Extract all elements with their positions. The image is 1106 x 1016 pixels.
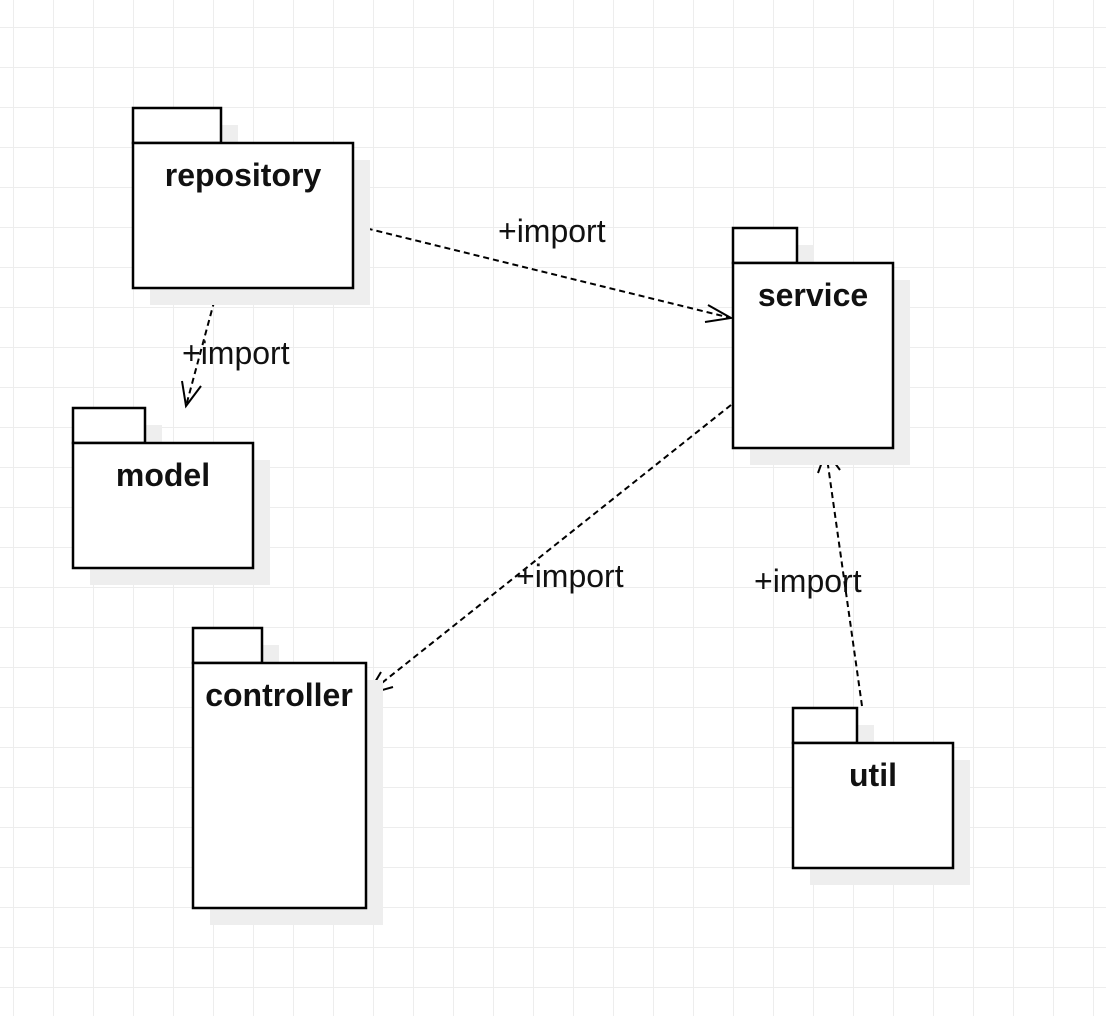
dependency-label: +import [516, 558, 624, 594]
package-util[interactable]: util [791, 706, 970, 885]
package-name: service [758, 277, 868, 313]
package-name: repository [165, 157, 322, 193]
package-name: util [849, 757, 897, 793]
package-tab [791, 706, 859, 745]
package-tab [71, 406, 147, 445]
dependency-repository-to-model[interactable] [181, 290, 218, 409]
package-service[interactable]: service [731, 226, 910, 465]
arrow-head-icon [704, 304, 735, 323]
dependency-service-to-controller[interactable] [365, 404, 732, 696]
dependency-line [367, 404, 732, 695]
dependency-label: +import [754, 563, 862, 599]
package-tab [191, 626, 264, 665]
dependency-line [356, 225, 732, 319]
arrow-head-icon [181, 380, 202, 409]
package-body [191, 661, 368, 910]
package-model[interactable]: model [71, 406, 270, 585]
dependency-line [825, 450, 863, 707]
package-tab [731, 226, 799, 265]
package-tab [131, 106, 223, 145]
dependency-label: +import [182, 335, 290, 371]
package-name: controller [205, 677, 353, 713]
package-controller[interactable]: controller [191, 626, 383, 925]
package-body [731, 261, 895, 450]
package-body [131, 141, 355, 290]
package-repository[interactable]: repository [131, 106, 370, 305]
dependency-repository-to-service[interactable] [356, 225, 735, 323]
package-body [71, 441, 255, 570]
dependency-label: +import [498, 213, 606, 249]
package-name: model [116, 457, 210, 493]
package-body [791, 741, 955, 870]
